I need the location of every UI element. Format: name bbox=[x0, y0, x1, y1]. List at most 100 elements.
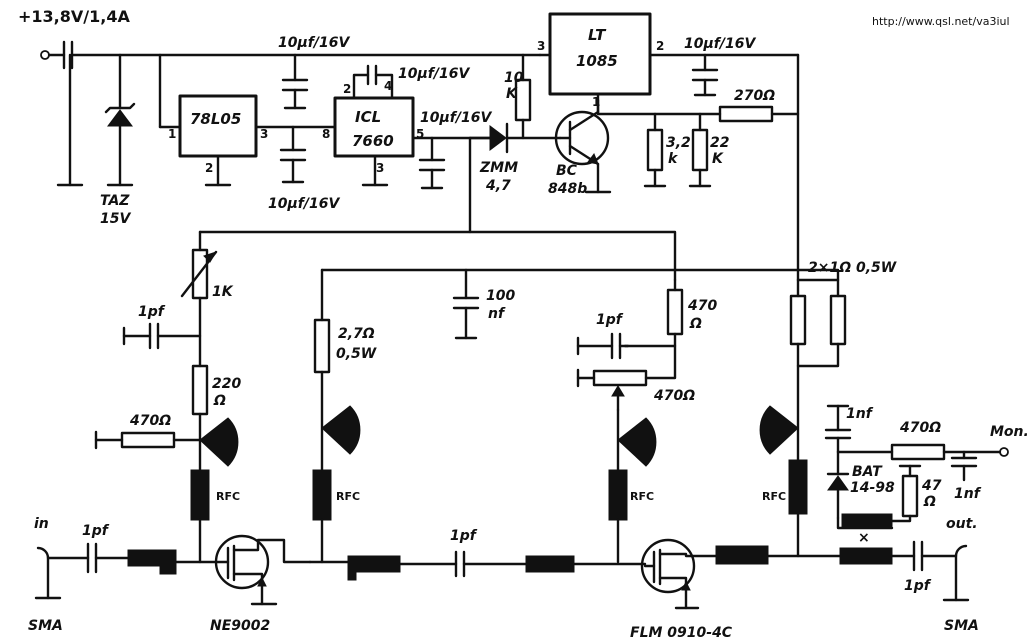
fet2-name: FLM 0910-4C bbox=[630, 625, 733, 641]
regulator-lt1085: LT 1085 3 2 1 bbox=[537, 12, 800, 282]
r220-unit: Ω bbox=[213, 393, 226, 409]
resistor-270: 270Ω bbox=[718, 88, 800, 123]
cross-mark: × bbox=[858, 530, 870, 546]
cap-inter-label: 1pf bbox=[450, 528, 478, 544]
fet-flm0910: FLM 0910-4C bbox=[630, 538, 733, 641]
taz-diode: TAZ 15V bbox=[100, 53, 136, 227]
r220-value: 220 bbox=[212, 376, 241, 392]
r22k-value: 22 bbox=[710, 135, 729, 151]
zener-zmm: ZMM 4,7 bbox=[468, 122, 562, 194]
rf-input: in 1pf SMA bbox=[28, 516, 218, 634]
port-out-label: out. bbox=[946, 516, 978, 532]
r27-value: 2,7Ω bbox=[338, 326, 375, 342]
icl-name: ICL bbox=[355, 108, 381, 126]
resistor-22k: 22 K bbox=[688, 112, 729, 188]
gate-bias-stage2: 470 Ω 1pf 470Ω RFC bbox=[576, 278, 717, 564]
cap-icl-out-label: 10µf/16V bbox=[420, 110, 492, 126]
drain-feed-stage1: 2,7Ω 0,5W RFC bbox=[312, 318, 377, 564]
port-in-label: in bbox=[34, 516, 49, 532]
bc-name: BC bbox=[556, 163, 578, 179]
r47-unit: Ω bbox=[923, 494, 936, 510]
regulator-pin-gnd: 2 bbox=[205, 161, 213, 175]
r470a-label: 470Ω bbox=[129, 413, 171, 429]
rfc4-label: RFC bbox=[762, 490, 786, 503]
regulator-pin-out: 3 bbox=[260, 127, 268, 141]
cap-7805-label: 10µf/16V bbox=[268, 196, 340, 212]
zener-name: ZMM bbox=[479, 160, 518, 176]
port-mon-label: Mon. bbox=[990, 424, 1027, 440]
transistor-bc848: BC 848b bbox=[548, 98, 612, 197]
cap-7805-out: 10µf/16V bbox=[268, 125, 340, 212]
monitor-detector: 47 Ω BAT 14-98 1nf 470Ω Mon. 1nf bbox=[824, 404, 1027, 530]
lt-pin-3: 3 bbox=[537, 39, 545, 53]
mon-terminal bbox=[999, 447, 1009, 457]
rfc2-label: RFC bbox=[336, 490, 360, 503]
lt-pin-1: 1 bbox=[592, 95, 600, 109]
fet1-name: NE9002 bbox=[210, 618, 270, 634]
sense-label: 2×1Ω 0,5W bbox=[808, 260, 897, 276]
cap-mon2-label: 1nf bbox=[954, 486, 982, 502]
cap-icl-pump-label: 10µf/16V bbox=[398, 66, 470, 82]
cap-mon1-label: 1nf bbox=[846, 406, 874, 422]
cap-100n-unit: nf bbox=[488, 306, 506, 322]
r3k2-unit: k bbox=[668, 151, 679, 167]
cap-top-label: 10µf/16V bbox=[278, 35, 350, 51]
r47-value: 47 bbox=[921, 478, 942, 494]
cap-icl-out: 10µf/16V bbox=[418, 110, 492, 190]
cap-lt-out-label: 10µf/16V bbox=[684, 36, 756, 52]
rfc1-label: RFC bbox=[216, 490, 240, 503]
r470b-value: 470 bbox=[687, 298, 717, 314]
rfc3-label: RFC bbox=[630, 490, 654, 503]
gate-bias-stage1: 1K 1pf 220 Ω 470Ω RFC bbox=[94, 248, 241, 564]
resistor-3k2: 3,2 k bbox=[643, 112, 691, 188]
rmon-label: 470Ω bbox=[899, 420, 941, 436]
cap-bias1-label: 1pf bbox=[138, 304, 166, 320]
icl-pin-3: 3 bbox=[376, 161, 384, 175]
rf-interstage: 1pf bbox=[308, 528, 647, 581]
source-url: http://www.qsl.net/va3iul bbox=[872, 15, 1010, 28]
drain-bias-rail bbox=[320, 268, 840, 282]
r3k2-value: 3,2 bbox=[666, 135, 691, 151]
cap-bias2-label: 1pf bbox=[596, 312, 624, 328]
regulator-name: 78L05 bbox=[190, 110, 241, 128]
cap-100nf: 100 nf bbox=[452, 268, 515, 340]
regulator-pin-in: 1 bbox=[168, 127, 176, 141]
lt-name: LT bbox=[588, 26, 607, 44]
bc-part: 848b bbox=[548, 181, 587, 197]
lt-pin-2: 2 bbox=[656, 39, 664, 53]
icl-part: 7660 bbox=[352, 132, 394, 150]
port-in-connector: SMA bbox=[28, 618, 63, 634]
r10k-value: 10 bbox=[504, 70, 524, 86]
icl-pin-2: 2 bbox=[343, 82, 351, 96]
supply-input: +13,8V/1,4A bbox=[18, 7, 542, 187]
r470b-unit: Ω bbox=[689, 316, 702, 332]
r27-power: 0,5W bbox=[336, 346, 377, 362]
supply-label: +13,8V/1,4A bbox=[18, 7, 130, 26]
regulator-78l05: 78L05 1 3 2 bbox=[158, 53, 337, 187]
bat-name: BAT bbox=[852, 464, 883, 480]
r22k-unit: K bbox=[712, 151, 724, 167]
rf-output: × 1pf out. SMA bbox=[715, 516, 979, 634]
bat-part: 14-98 bbox=[850, 480, 895, 496]
taz-name: TAZ bbox=[100, 193, 130, 209]
lt-part: 1085 bbox=[576, 52, 618, 70]
icl-pin-8: 8 bbox=[322, 127, 330, 141]
pot2-label: 470Ω bbox=[653, 388, 695, 404]
pot1-label: 1K bbox=[212, 284, 234, 300]
resistor-10k: 10 K bbox=[504, 53, 532, 140]
fet-ne9002: NE9002 bbox=[210, 534, 312, 634]
cap-in-label: 1pf bbox=[82, 523, 110, 539]
icl-pin-4: 4 bbox=[384, 79, 392, 93]
cap-lt-out: 10µf/16V bbox=[684, 36, 756, 97]
r270-label: 270Ω bbox=[734, 88, 775, 104]
cap-100n-value: 100 bbox=[486, 288, 515, 304]
cap-top-10uf: 10µf/16V bbox=[278, 35, 350, 110]
neg-bias-rail bbox=[198, 230, 677, 282]
port-out-connector: SMA bbox=[944, 618, 979, 634]
drain-feed-stage2: RFC bbox=[759, 405, 808, 558]
cap-out-label: 1pf bbox=[904, 578, 932, 594]
r10k-unit: K bbox=[506, 86, 518, 102]
zener-value: 4,7 bbox=[485, 178, 511, 194]
taz-value: 15V bbox=[100, 211, 131, 227]
